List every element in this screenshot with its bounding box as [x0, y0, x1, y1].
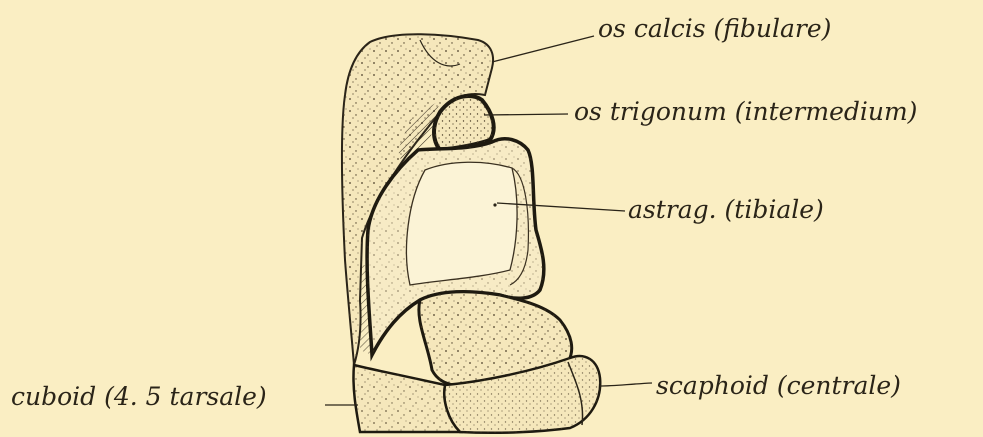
label-os-calcis: os calcis (fibulare) [598, 16, 831, 41]
leader-calcis [492, 36, 594, 62]
leader-trigonum [484, 114, 568, 115]
label-cuboid: cuboid (4. 5 tarsale) [11, 384, 267, 409]
label-scaphoid: scaphoid (centrale) [656, 373, 901, 398]
label-astragalus: astrag. (tibiale) [628, 197, 824, 222]
leader-scaphoid [600, 383, 652, 386]
label-os-trigonum: os trigonum (intermedium) [574, 99, 917, 124]
